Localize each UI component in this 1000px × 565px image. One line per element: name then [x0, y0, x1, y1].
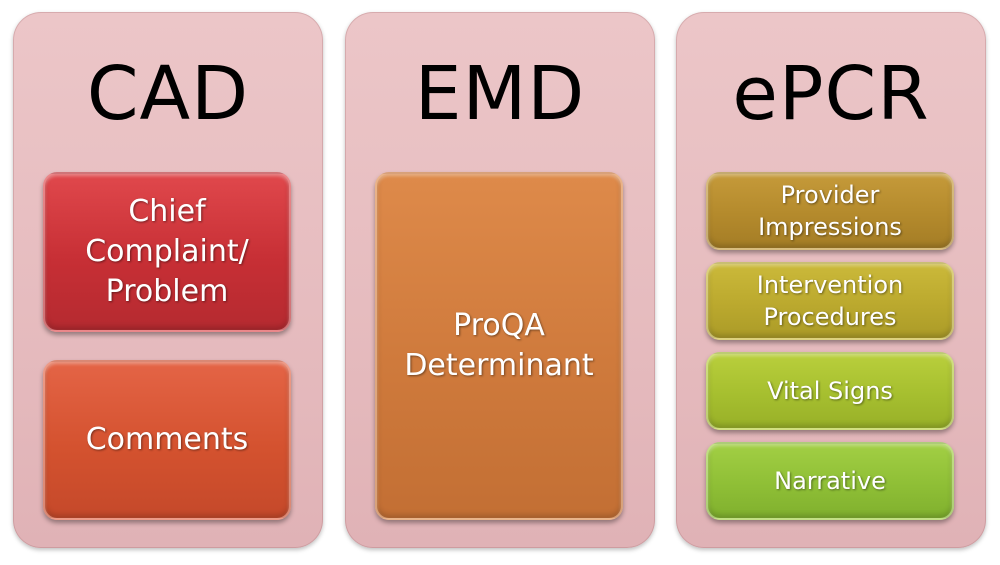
item-box: Intervention Procedures — [706, 262, 954, 340]
item-box: Provider Impressions — [706, 172, 954, 250]
item-box: Vital Signs — [706, 352, 954, 430]
item-label: Provider Impressions — [758, 181, 902, 241]
item-label: ProQA Determinant — [404, 308, 594, 383]
column-title: ePCR — [732, 51, 930, 137]
column-title: EMD — [414, 51, 586, 137]
item-label: Comments — [85, 422, 249, 457]
column-epcr: ePCR Provider Impressions Intervention P… — [676, 12, 986, 548]
item-box: Comments — [43, 360, 291, 520]
item-label: Narrative — [774, 467, 886, 495]
column-cad: CAD Chief Complaint/ Problem Comments — [13, 12, 323, 548]
column-emd: EMD ProQA Determinant — [345, 12, 655, 548]
item-label: Chief Complaint/ Problem — [85, 194, 249, 309]
item-label: Vital Signs — [767, 377, 893, 405]
item-box: Narrative — [706, 442, 954, 520]
column-title: CAD — [86, 51, 250, 137]
item-box: ProQA Determinant — [375, 172, 623, 520]
item-label: Intervention Procedures — [756, 271, 904, 331]
item-box: Chief Complaint/ Problem — [43, 172, 291, 332]
